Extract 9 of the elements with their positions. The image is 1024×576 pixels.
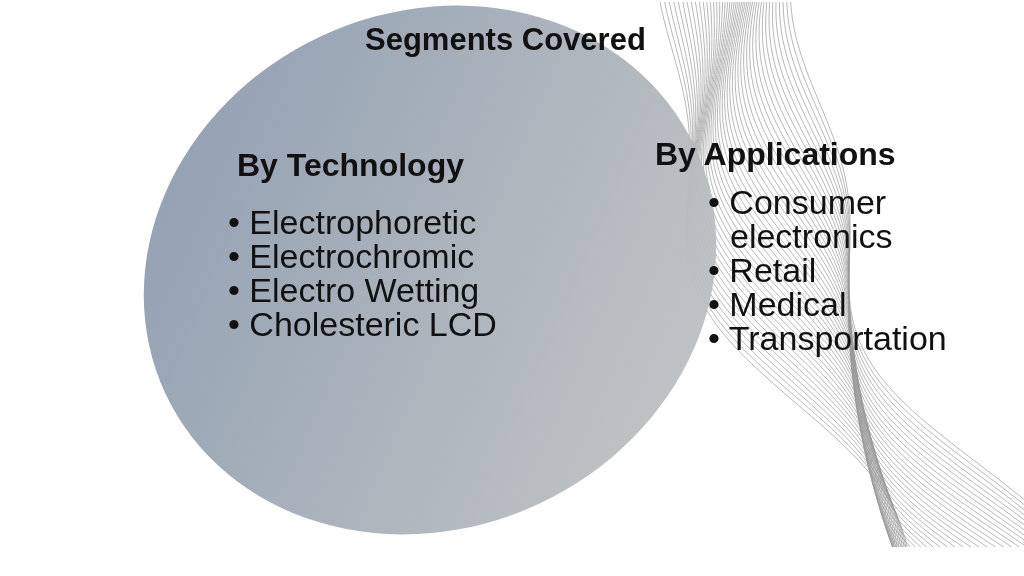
heading: By Applications [655,136,896,173]
list-item: • Electrophoretic [228,205,478,239]
list-item: • Consumer electronics [708,185,894,253]
title: Segments Covered [365,22,646,58]
heading: By Technology [237,147,464,184]
list-item: • Transportation [708,321,948,355]
list-item: • Electro Wetting [228,273,481,307]
list-item: • Retail [708,253,818,287]
list-item: • Medical [708,287,848,321]
